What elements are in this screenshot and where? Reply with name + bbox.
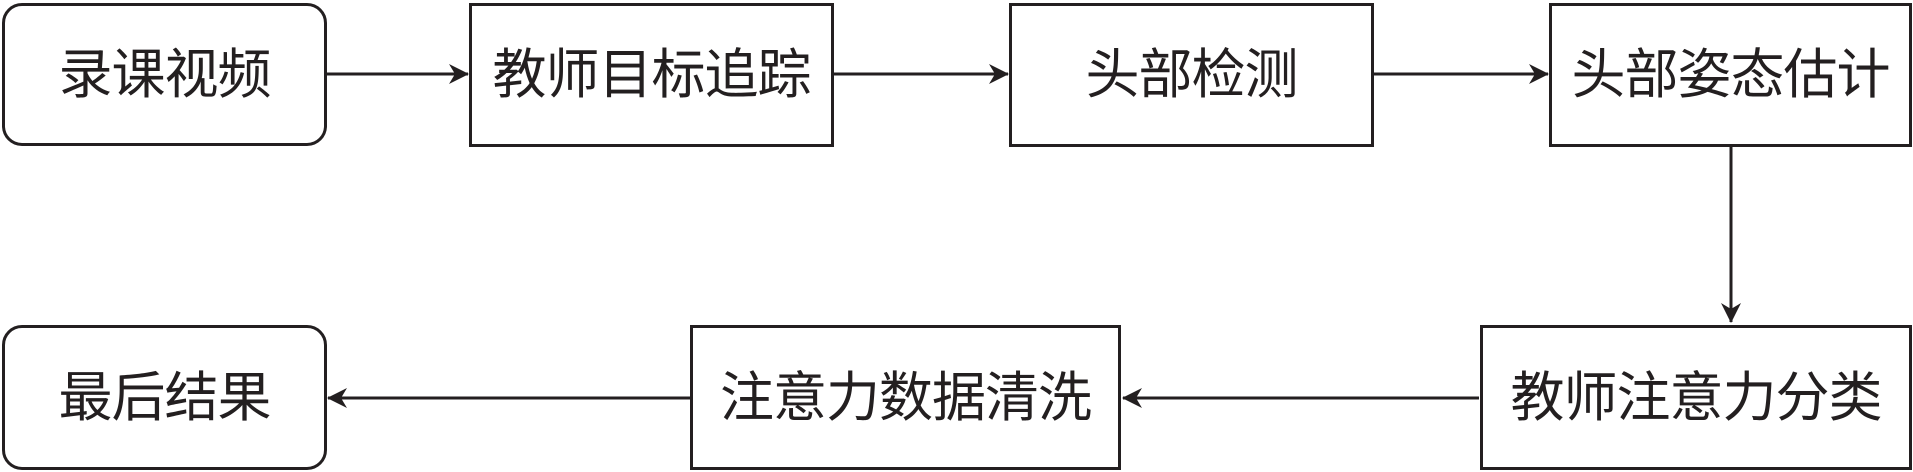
node-label: 录课视频: [58, 42, 272, 106]
node-label: 教师目标追踪: [492, 43, 812, 106]
node-teacher-tracking: 教师目标追踪: [469, 3, 834, 147]
node-record-video: 录课视频: [2, 3, 327, 146]
node-label: 注意力数据清洗: [720, 365, 1092, 429]
node-attention-classification: 教师注意力分类: [1480, 325, 1912, 470]
node-label: 头部姿态估计: [1571, 43, 1891, 106]
node-head-pose-estimation: 头部姿态估计: [1549, 3, 1912, 147]
node-label: 最后结果: [58, 365, 272, 429]
node-label: 头部检测: [1085, 43, 1299, 106]
node-final-result: 最后结果: [2, 325, 327, 470]
node-label: 教师注意力分类: [1510, 365, 1883, 429]
node-attention-data-cleaning: 注意力数据清洗: [690, 325, 1121, 470]
node-head-detection: 头部检测: [1009, 3, 1374, 147]
